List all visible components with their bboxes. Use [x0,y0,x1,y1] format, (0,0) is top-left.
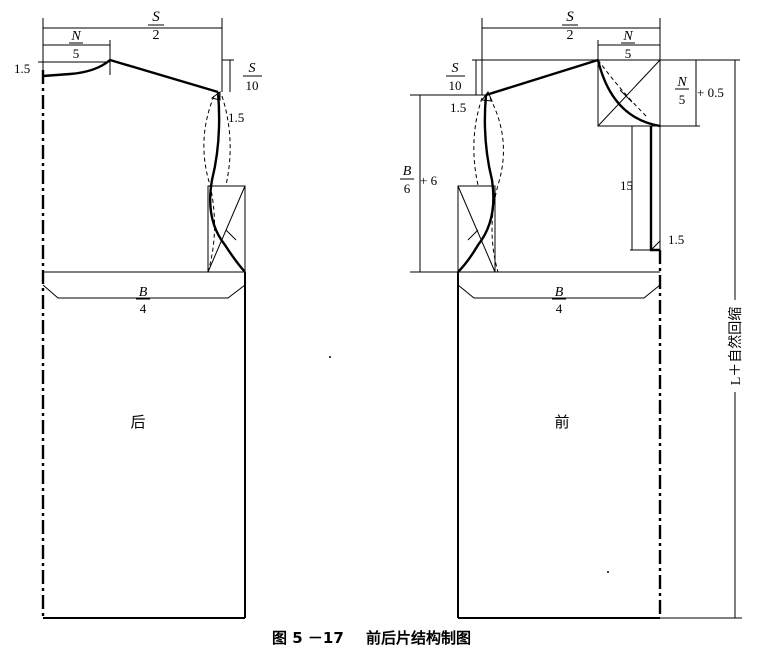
stray-dot [329,356,331,358]
back-armhole-curve [209,91,246,273]
front-shoulder-drop-num: S [452,61,459,76]
back-bust-num: B [139,285,148,300]
front-placket-notch [649,239,661,251]
back-panel: S 2 N 5 1.5 S 10 1.5 B 4 后 [14,9,262,619]
front-armhole-guide-2 [473,97,483,186]
back-box-bisector [225,229,237,241]
back-shoulder-drop-den: 10 [246,78,259,93]
front-bust-num: B [555,285,564,300]
front-neckline [596,59,661,128]
front-bust-dim [457,284,661,299]
back-bust-den: 4 [140,301,147,316]
front-box-diagonal [457,185,496,273]
front-armhole-depth-den: 6 [404,181,411,196]
back-neck-width-den: 5 [73,46,80,61]
front-armhole-depth-num: B [403,164,412,179]
front-placket-end-label: 1.5 [668,232,684,247]
front-neck-depth-suffix: + 0.5 [697,85,724,100]
front-placket-length-label: 15 [620,178,633,193]
front-neck-width-den: 5 [625,46,632,61]
back-armhole-guide-2 [221,95,231,186]
front-placket [649,126,660,252]
stray-dot [607,571,609,573]
back-armhole-offset-label: 1.5 [228,110,244,125]
front-armhole-depth-suffix: + 6 [420,173,438,188]
back-shoulder-drop-num: S [249,61,256,76]
back-armhole-box [207,185,246,273]
front-half-shoulder-num: S [566,9,574,25]
front-panel: S 2 N 5 S 10 1.5 B 6 + 6 N 5 + 0.5 [400,9,744,619]
back-bust-dim [42,284,246,299]
front-armhole-curve [457,94,495,273]
front-shoulder-notch [481,91,493,102]
back-half-shoulder-num: S [152,9,160,25]
front-neck-box [597,59,661,127]
front-panel-label: 前 [554,414,569,431]
front-armhole-box [457,185,496,273]
front-shoulder-line [485,58,599,97]
back-shoulder-line [109,58,219,94]
back-shoulder-notch [210,91,221,101]
back-box-diagonal [207,185,246,273]
back-armhole-guide [203,95,215,273]
front-neck-box-diagonal [597,59,661,127]
front-neck-depth-den: 5 [679,92,686,107]
back-neck-depth-label: 1.5 [14,61,30,76]
figure-title: 前后片结构制图 [366,629,471,647]
figure-number: 图 5 －17 [272,629,344,647]
back-half-shoulder-den: 2 [153,28,160,43]
front-shoulder-drop-den: 10 [449,78,462,93]
front-armhole-offset-label: 1.5 [450,100,466,115]
front-neck-depth-num: N [676,75,687,90]
front-neck-guide [597,59,649,119]
back-panel-label: 后 [130,414,145,431]
front-half-shoulder-den: 2 [567,28,574,43]
front-neck-width-num: N [622,29,633,44]
front-length-label: L＋自然回缩 [727,307,744,386]
front-box-bisector [467,229,479,241]
front-bust-den: 4 [556,301,563,316]
front-neck-bisector [619,89,633,103]
back-neck-width-num: N [70,29,81,44]
